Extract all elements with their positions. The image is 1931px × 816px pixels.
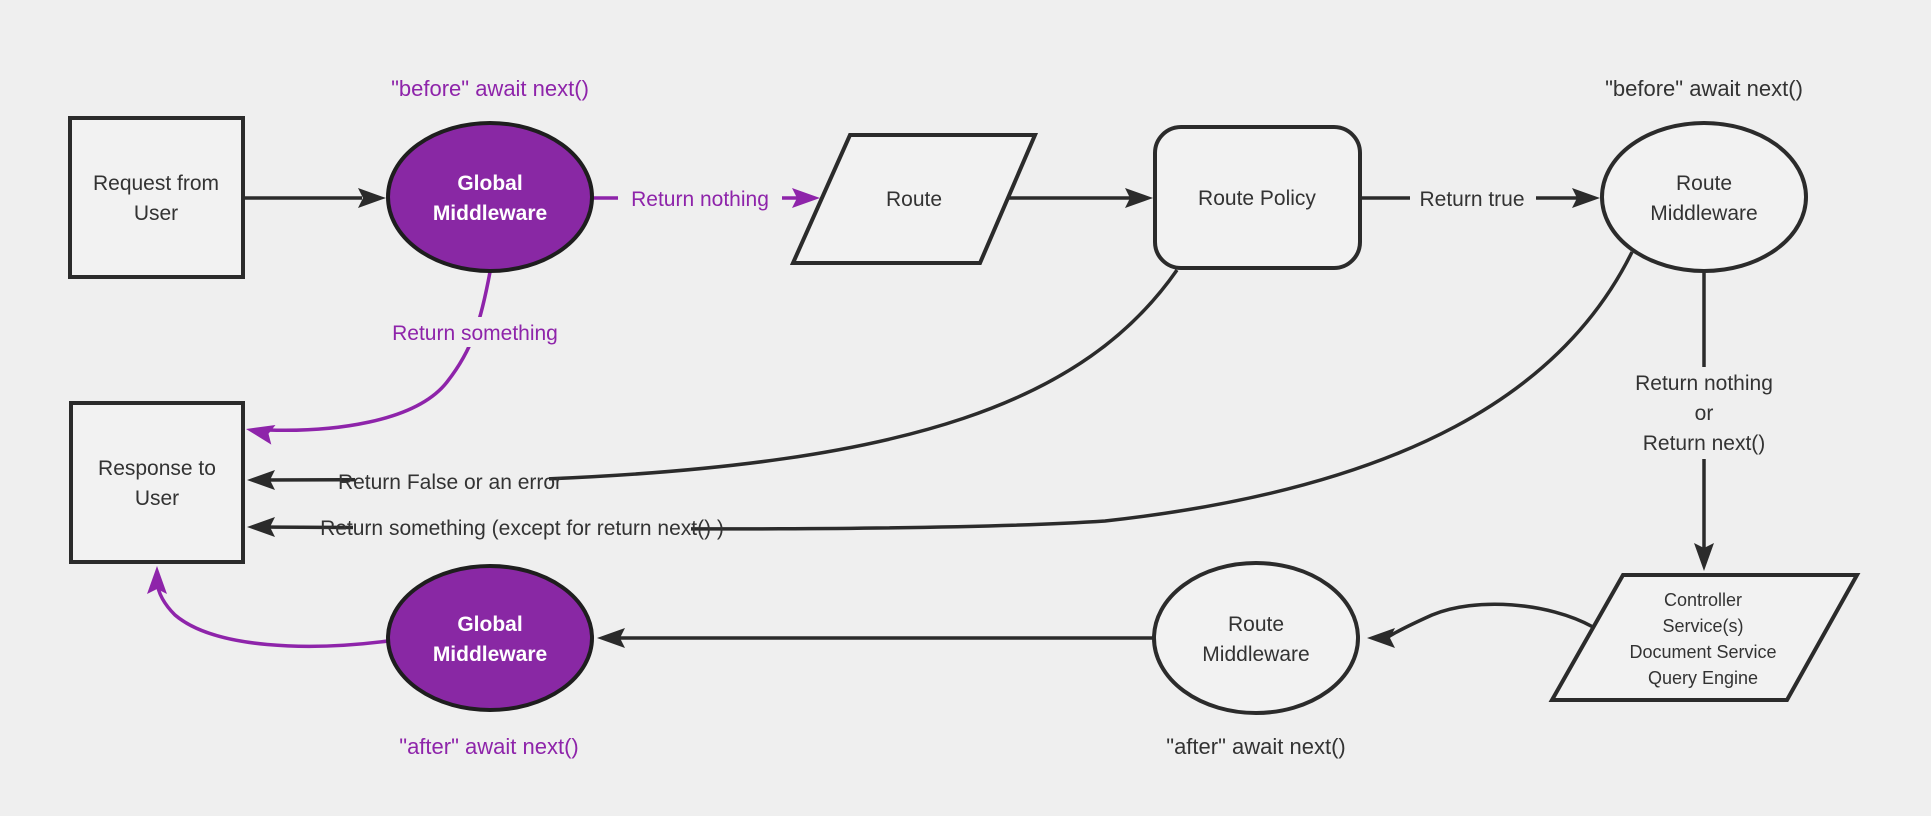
global-middleware-top-line1: Global [457,172,522,195]
controller-line4: Query Engine [1648,668,1758,688]
label-bg-return-nothing-top [618,184,782,213]
route-policy-label: Route Policy [1198,187,1316,210]
label-bg-return-false [355,465,549,496]
edge-label-return-something-top: Return something [392,322,558,345]
edge-label-return-false: Return False or an error [338,471,562,494]
edge-label-return-nothing-or-line1: Return nothing [1635,372,1773,395]
edge-label-return-nothing-or-line2: or [1695,402,1714,425]
node-global-middleware-top [386,121,594,273]
route-middleware-top-line1: Route [1676,172,1732,195]
arrowhead-into-global-middleware-bottom [597,628,625,648]
route-middleware-bottom-line2: Middleware [1202,643,1309,666]
arrowhead-return-false-into-response [247,470,275,490]
node-global-middleware-bottom [386,564,594,712]
edge-label-return-nothing-top: Return nothing [631,188,769,211]
arrowhead-into-route-middleware-top [1572,188,1600,208]
node-controller-services [1548,573,1861,702]
route-label: Route [886,188,942,211]
arrowhead-into-global-middleware-top [358,188,386,208]
controller-line2: Service(s) [1662,616,1743,636]
edge-return-something-to-response [267,271,492,432]
label-bg-return-nothing-or [1628,367,1780,459]
label-bg-return-true [1410,184,1536,213]
annotation-before-await-next-right: "before" await next() [1605,76,1803,101]
edge-return-false-to-response [261,268,1179,482]
node-route-policy [1153,125,1362,270]
edge-label-return-true: Return true [1419,188,1524,211]
arrowhead-into-controller [1694,543,1714,571]
annotation-after-await-next-left: "after" await next() [399,734,578,759]
annotation-before-await-next-left: "before" await next() [391,76,589,101]
edge-controller-to-route-middleware-bottom [1387,602,1594,639]
node-route-middleware-bottom [1152,561,1360,715]
global-middleware-bottom-line1: Global [457,613,522,636]
arrowhead-return-something-except-into-response [247,517,275,537]
edge-global-middleware-bottom-to-response [155,581,389,648]
arrowhead-into-route [792,188,820,208]
controller-line3: Document Service [1629,642,1776,662]
node-route [789,133,1039,265]
arrowhead-into-response-top-right [246,425,276,445]
annotation-after-await-next-right: "after" await next() [1166,734,1345,759]
node-request-from-user [68,116,245,279]
node-response-to-user [69,401,245,564]
global-middleware-top-line2: Middleware [433,202,547,225]
request-label-line1: Request from [93,172,219,195]
arrowhead-into-route-policy [1125,188,1153,208]
node-route-middleware-top [1600,121,1808,273]
request-label-line2: User [134,202,178,225]
edge-label-return-something-except: Return something (except for return next… [320,517,724,540]
arrowhead-into-response-bottom [147,566,167,594]
controller-line1: Controller [1664,590,1742,610]
edge-label-return-nothing-or-line3: Return next() [1643,432,1766,455]
response-label-line2: User [135,487,179,510]
arrowhead-into-route-middleware-bottom [1367,628,1395,648]
label-bg-return-something-top [393,317,559,347]
label-bg-return-something-except [353,511,691,542]
global-middleware-bottom-line2: Middleware [433,643,547,666]
response-label-line1: Response to [98,457,216,480]
route-middleware-top-line2: Middleware [1650,202,1757,225]
route-middleware-bottom-line1: Route [1228,613,1284,636]
